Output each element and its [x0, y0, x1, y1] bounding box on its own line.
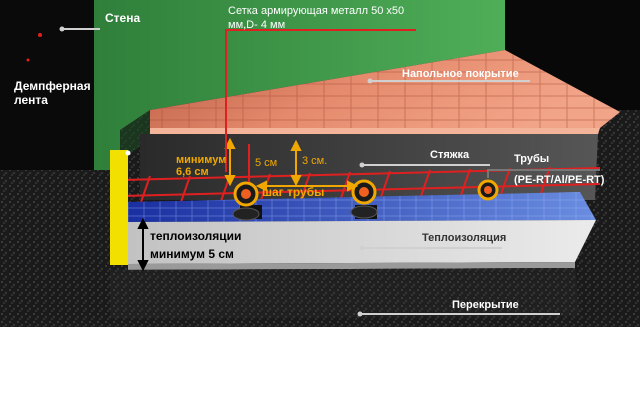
label-damper-line2: лента [14, 93, 48, 107]
red-dot [26, 58, 30, 62]
label-mesh-line1: Сетка армирующая металл 50 х50 [228, 5, 404, 17]
label-pipe-step: шаг трубы [262, 185, 324, 199]
floor-covering-grid [150, 50, 620, 128]
wall-shadow [120, 110, 150, 160]
mesh-callout-line [225, 29, 416, 172]
dimension-min-6-6 [224, 137, 236, 187]
leader-lines [59, 26, 560, 317]
insulation [128, 220, 596, 264]
label-5cm: 5 см [255, 157, 277, 169]
label-floor-covering: Напольное покрытие [402, 68, 519, 80]
label-insulation-left-line1: теплоизоляции [150, 229, 241, 243]
pipes [232, 179, 499, 221]
label-damper-line1: Демпферная [14, 79, 91, 93]
pipes-callout-line [487, 169, 600, 178]
label-insulation-left-line2: минимум 5 см [150, 247, 234, 261]
label-insulation: Теплоизоляция [422, 232, 506, 244]
floor-covering-edge [150, 128, 600, 134]
label-3cm: 3 см. [302, 155, 327, 167]
label-min-line2: 6,6 см [176, 166, 209, 178]
wall [94, 0, 505, 170]
damper-tape [110, 150, 128, 265]
red-dot [38, 33, 42, 37]
insulation-front [128, 262, 575, 270]
dimension-pipe-step [255, 180, 359, 192]
label-pipes-line2: (PE-RT/Al/PE-RT) [514, 174, 605, 186]
label-min-line1: минимум [176, 154, 226, 166]
label-slab: Перекрытие [452, 299, 519, 311]
label-pipes-line1: Трубы [514, 153, 549, 165]
dimension-insulation [137, 217, 149, 272]
slab-texture [110, 268, 580, 318]
label-screed: Стяжка [430, 149, 470, 161]
label-mesh-line2: мм,D- 4 мм [228, 19, 285, 31]
white-margin [0, 327, 640, 409]
dimension-3cm [290, 139, 302, 187]
label-wall: Стена [105, 11, 140, 25]
